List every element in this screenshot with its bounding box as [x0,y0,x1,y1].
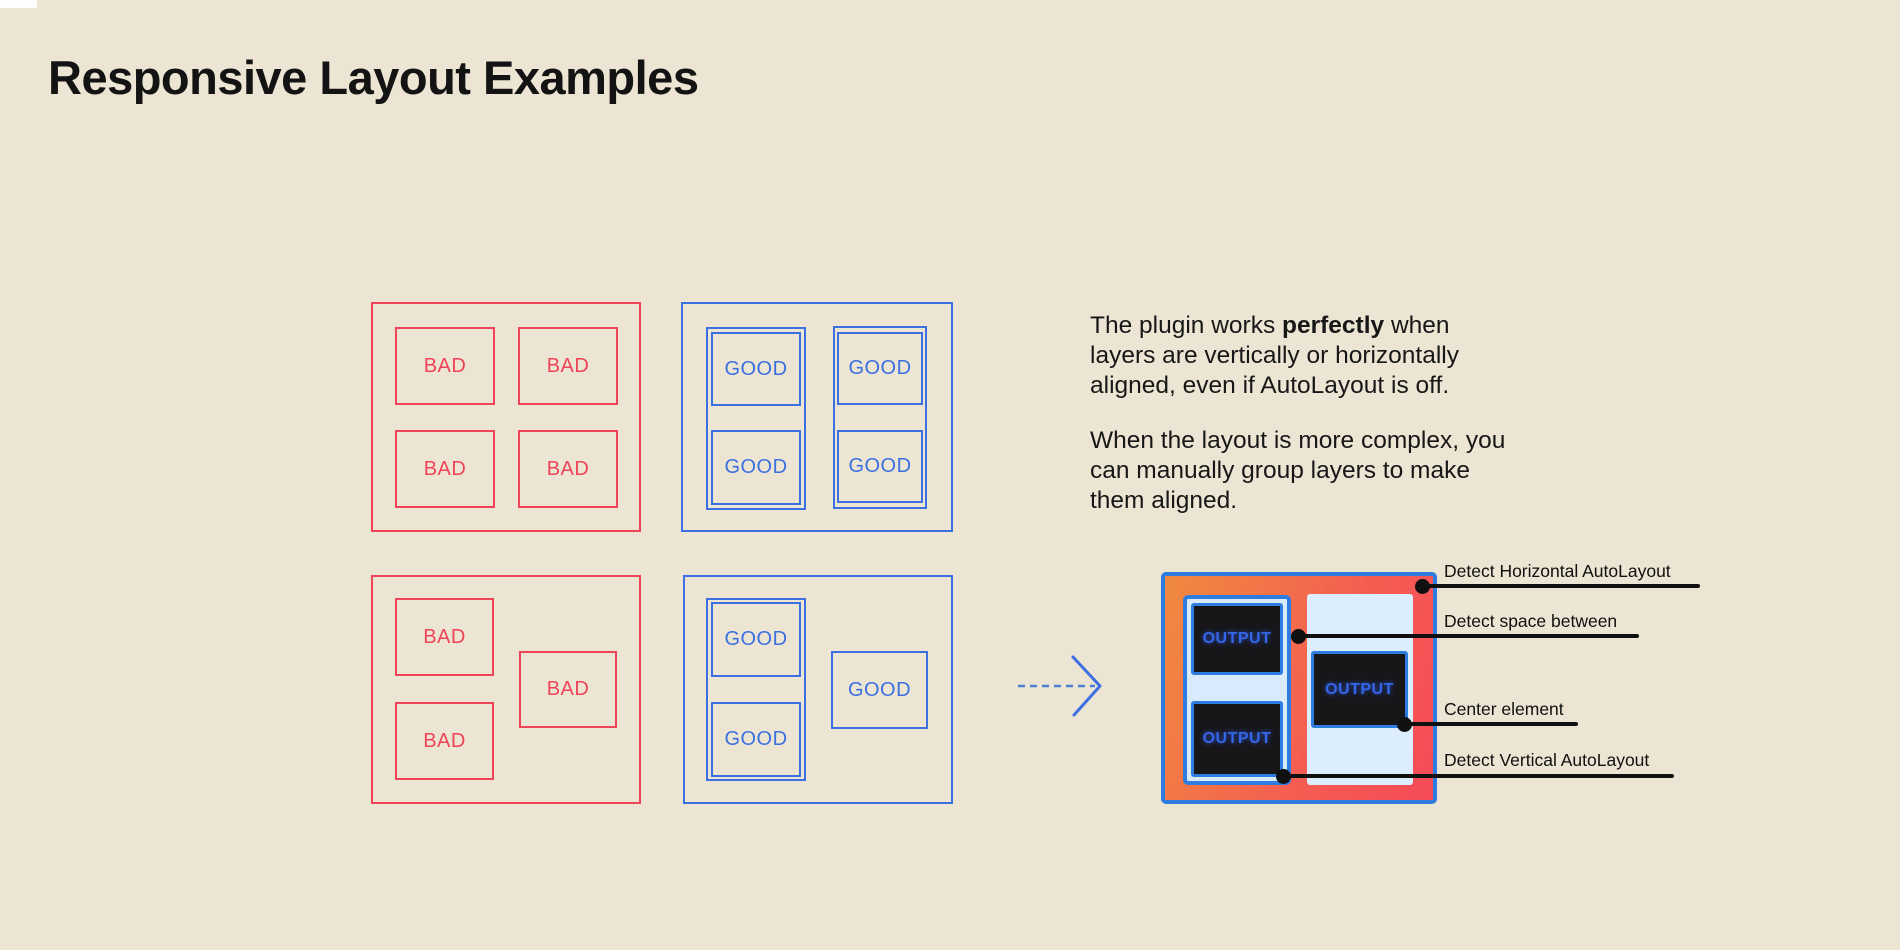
description-text: The plugin works perfectly when layers a… [1090,311,1505,516]
output-box: OUTPUT [1191,701,1283,777]
output-center-panel: OUTPUT [1307,594,1413,785]
bad-box: BAD [518,327,618,405]
description-paragraph-1: The plugin works perfectly when layers a… [1090,312,1459,399]
annotation-center-element: Center element [1444,699,1564,719]
bad-complex-example: BAD BAD BAD [371,575,641,804]
bad-box: BAD [518,430,618,508]
bad-box: BAD [395,702,494,780]
annotation-vertical-autolayout: Detect Vertical AutoLayout [1444,750,1650,770]
good-box: GOOD [711,332,801,406]
bad-box: BAD [395,430,495,508]
good-box: GOOD [831,651,928,729]
good-box: GOOD [711,702,801,777]
connector-dot [1276,769,1291,784]
good-group-wrapper: GOOD GOOD [833,326,927,509]
annotation-horizontal-autolayout: Detect Horizontal AutoLayout [1444,561,1671,581]
good-group-wrapper: GOOD GOOD [706,598,806,781]
connector-line [1283,774,1674,778]
annotation-space-between: Detect space between [1444,611,1618,631]
connector-line [1404,722,1578,726]
corner-notch [0,0,37,8]
connector-line [1298,634,1639,638]
arrow-right-icon [1018,655,1102,717]
bad-box: BAD [519,651,617,728]
connector-dot [1291,629,1306,644]
output-vertical-group: OUTPUT OUTPUT [1183,595,1291,785]
output-result-frame: OUTPUT OUTPUT OUTPUT [1161,572,1437,804]
good-grid-example: GOOD GOOD GOOD GOOD [681,302,953,532]
output-box: OUTPUT [1191,603,1283,675]
output-box: OUTPUT [1311,651,1408,728]
connector-dot [1397,717,1412,732]
good-group-wrapper: GOOD GOOD [706,327,806,510]
bold-perfectly: perfectly [1282,312,1385,339]
bad-box: BAD [395,327,495,405]
good-box: GOOD [711,602,801,677]
good-box: GOOD [711,430,801,505]
bad-grid-example: BAD BAD BAD BAD [371,302,641,532]
good-complex-example: GOOD GOOD GOOD [683,575,953,804]
good-box: GOOD [837,332,923,405]
page-title: Responsive Layout Examples [48,51,699,104]
connector-dot [1415,579,1430,594]
bad-box: BAD [395,598,494,676]
description-paragraph-2: When the layout is more complex, you can… [1090,427,1506,514]
good-box: GOOD [837,430,923,503]
connector-line [1422,584,1700,588]
